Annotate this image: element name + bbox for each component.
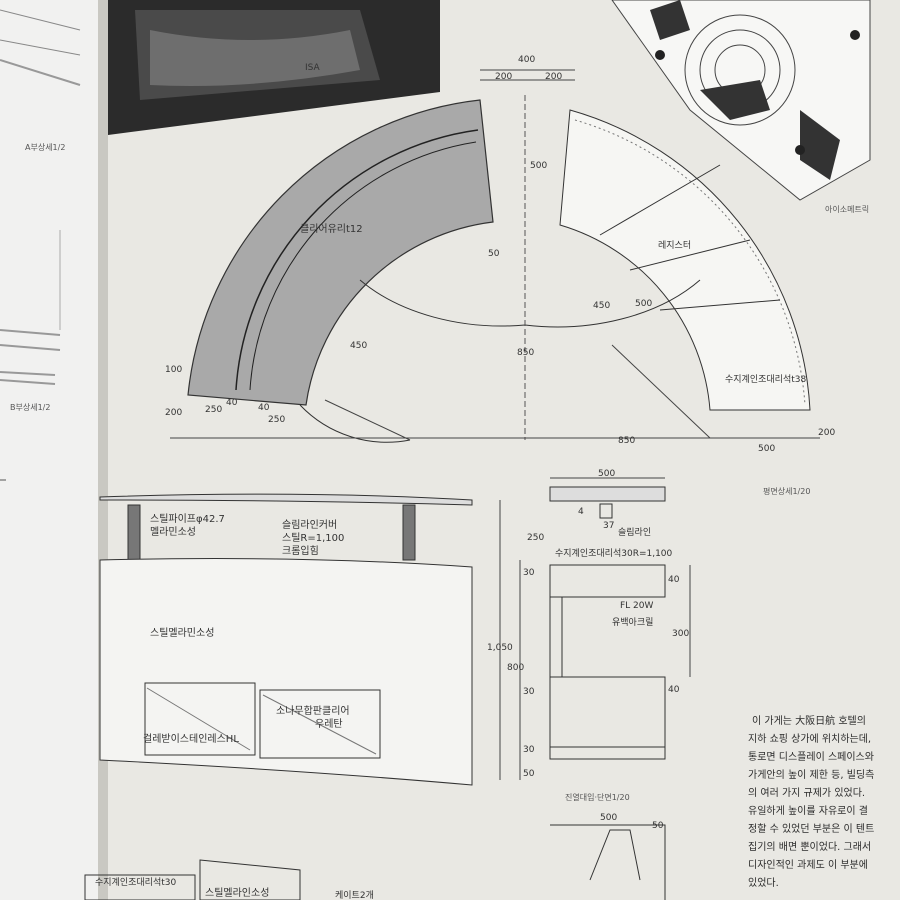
section-dim-12: 37: [603, 521, 614, 531]
body-text: 이 가게는 大阪日航 호텔의 지하 쇼핑 상가에 위치하는데, 통로면 디스플레…: [748, 714, 874, 889]
plan-dim-4: 500: [530, 161, 547, 171]
body-line-5: 의 여러 가지 규제가 있었다.: [748, 787, 865, 799]
plan-dim-15: 500: [635, 299, 652, 309]
elev-label-pipe-finish: 멜라민소성: [150, 526, 196, 538]
section-dim-4: 800: [507, 663, 524, 673]
left-caption-a: A부상세1/2: [25, 142, 65, 152]
elev-label-steel-r: 스틸R=1,100: [282, 531, 344, 544]
section-dim-7: 30: [523, 745, 535, 755]
left-page: A부상세1/2 B부상세1/2: [0, 0, 98, 900]
section-dim-3: 1,050: [487, 643, 513, 653]
section-label-fl: FL 20W: [620, 601, 654, 611]
section-dim-11: 40: [668, 685, 680, 695]
section-caption: 진열대입·단면1/20: [565, 792, 630, 802]
body-line-8: 집기의 배면 뿐이었다. 그래서: [748, 841, 871, 853]
section-dim-1: 500: [598, 469, 615, 479]
bottom-label-b: 스틸멜라인소성: [205, 886, 269, 899]
elev-label-pipe: 스틸파이프φ42.7: [150, 512, 225, 525]
plan-label-glass: 클리어유리t12: [300, 223, 363, 235]
plan-dim-10: 250: [205, 405, 222, 415]
bottom-label-c: 케이트2개: [335, 890, 374, 900]
elev-label-wood-panel: 소나무합판클리어: [276, 705, 350, 717]
body-line-1: 이 가게는 大阪日航 호텔의: [752, 714, 866, 727]
plan-label-shelf: 레지스터: [658, 240, 691, 251]
plan-dim-7: 850: [517, 348, 534, 358]
bottom-label-a: 수지계인조대리석t30: [95, 876, 176, 888]
plan-dim-18: 200: [818, 428, 835, 438]
section-dim-9: 40: [668, 575, 680, 585]
plan-drawing: 400 200 200 500 50 450 850 100 200 250 4…: [165, 55, 835, 496]
section-dim-5: 30: [523, 568, 535, 578]
plan-dim-14: 450: [593, 301, 610, 311]
plan-dim-5: 50: [488, 249, 500, 259]
photo-caption: ISA: [305, 63, 321, 73]
photo: ISA: [108, 0, 440, 135]
plan-dim-3: 200: [545, 72, 562, 82]
elev-label-steel-melamine: 스틸멜라민소성: [150, 626, 214, 639]
plan-dim-11: 40: [226, 398, 238, 408]
elev-label-urethane: 우레탄: [315, 718, 343, 730]
section-dim-2: 250: [527, 533, 544, 543]
section-dim-13: 4: [578, 507, 584, 517]
body-line-7: 정할 수 있었던 부분은 이 텐트: [748, 823, 874, 835]
plan-dim-16: 850: [618, 436, 635, 446]
section-dim-10: 300: [672, 629, 689, 639]
section-label-resin-stone: 수지계인조대리석30R=1,100: [555, 547, 673, 559]
isometric-caption: 아이소메트릭: [825, 204, 869, 214]
bottom-dim-a: 500: [600, 813, 617, 823]
plan-label-resin-stone: 수지계인조대리석t38: [725, 373, 806, 385]
body-line-10: 있었다.: [748, 877, 779, 889]
plan-dim-6: 450: [350, 341, 367, 351]
plan-dim-13: 250: [268, 415, 285, 425]
section-label-milky: 유백아크릴: [612, 617, 653, 628]
body-line-6: 유일하게 높이를 자유로이 결: [748, 804, 868, 817]
plan-caption: 평면상세1/20: [763, 486, 810, 496]
book-spine-shadow: [98, 0, 108, 900]
body-line-2: 지하 쇼핑 상가에 위치하는데,: [748, 732, 871, 745]
body-line-3: 통로면 디스플레이 스페이스와: [748, 751, 874, 763]
plan-dim-12: 40: [258, 403, 270, 413]
left-caption-b: B부상세1/2: [10, 402, 50, 412]
elev-label-chrome: 크롬입힘: [282, 544, 319, 557]
elevation-drawing: 스틸파이프φ42.7 멜라민소성 슬림라인커버 스틸R=1,100 크롬입힘 스…: [99, 493, 473, 786]
plan-dim-8: 100: [165, 365, 182, 375]
section-dim-6: 30: [523, 687, 535, 697]
bottom-dim-b: 50: [652, 821, 664, 831]
section-drawing: 500 250 1,050 800 30 30 30 50 40 300 40 …: [487, 469, 691, 802]
bottom-drawings: 수지계인조대리석t30 스틸멜라인소성 케이트2개 500 50: [84, 813, 666, 900]
body-line-4: 가게안의 높이 제한 등, 빌딩측: [748, 769, 874, 781]
section-label-slim-line: 슬림라인: [618, 526, 651, 538]
plan-dim-2: 200: [495, 72, 512, 82]
body-line-9: 디자인적인 과제도 이 부분에: [748, 859, 868, 871]
section-dim-8: 50: [523, 769, 535, 779]
elev-label-stainless: 걸레받이스테인레스HL: [143, 732, 239, 745]
elev-label-cover: 슬림라인커버: [282, 519, 337, 531]
plan-dim-17: 500: [758, 444, 775, 454]
isometric-drawing: 아이소메트릭: [611, 0, 871, 214]
plan-dim-9: 200: [165, 408, 182, 418]
plan-dim-1: 400: [518, 55, 535, 65]
